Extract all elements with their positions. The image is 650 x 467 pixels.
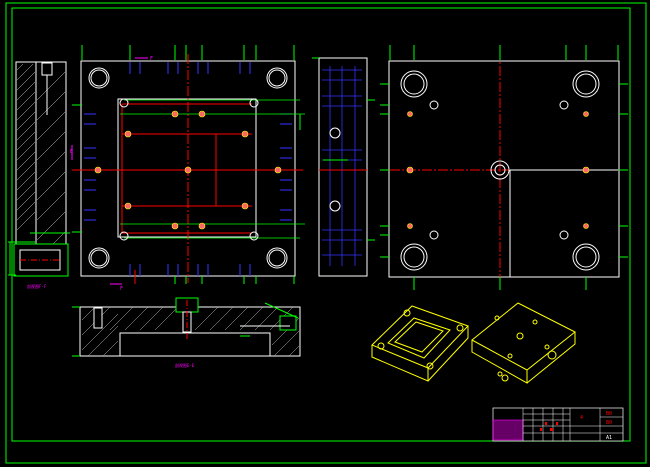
plan-view-right (380, 45, 628, 290)
section-view-e-e: 剖视图E-E (72, 297, 301, 368)
isometric-view-cavity (371, 305, 469, 382)
title-block-red-cell-2: B0 (606, 411, 612, 417)
drawing-frame (5, 2, 647, 464)
cut-marker-e-left: E (70, 149, 73, 155)
title-block-sheet-size: A1 (606, 435, 612, 441)
section-label-f-f: 剖视图F-F (27, 283, 47, 289)
title-block-red-cell-1: 4 (580, 415, 583, 421)
title-block-red-cell-3: B0 (606, 420, 612, 426)
section-view-f-f: 剖视图F-F (8, 61, 70, 289)
cut-marker-f-bottom: F (120, 286, 123, 292)
cut-marker-f-top: F (150, 56, 153, 62)
side-view (312, 57, 375, 277)
section-label-e-e: 剖视图E-E (175, 362, 195, 368)
title-block: 4 B0 B0 A1 (492, 407, 624, 442)
plan-view-left: F F E (70, 45, 305, 292)
isometric-view-core (471, 302, 576, 384)
